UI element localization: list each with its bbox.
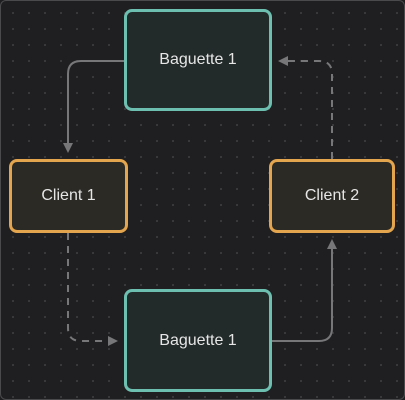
node-baguette-top[interactable]: Baguette 1 — [124, 9, 272, 111]
node-client-right[interactable]: Client 2 — [269, 159, 395, 233]
node-baguette-bottom[interactable]: Baguette 1 — [124, 289, 272, 392]
edge-baguette-bottom-to-client-right[interactable] — [272, 239, 337, 342]
node-client-left[interactable]: Client 1 — [9, 159, 128, 233]
node-label: Baguette 1 — [159, 51, 237, 68]
node-label: Baguette 1 — [159, 331, 237, 349]
edge-client-right-to-baguette-top[interactable] — [278, 56, 333, 159]
edge-client-left-to-baguette-bottom[interactable] — [67, 233, 118, 346]
node-label: Client 1 — [41, 187, 96, 204]
node-label: Client 2 — [304, 187, 360, 204]
edge-baguette-top-to-client-left[interactable] — [63, 60, 124, 153]
